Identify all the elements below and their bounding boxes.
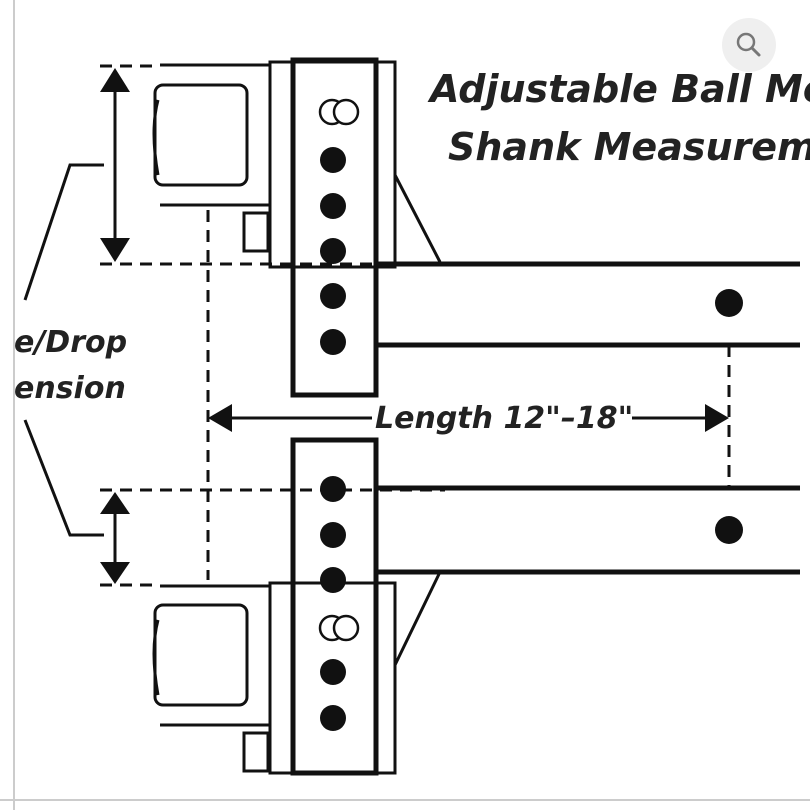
rise-leader-line: [23, 163, 104, 301]
top-hole: [320, 193, 346, 219]
top-gusset: [393, 174, 442, 263]
bottom-pin-hole: [715, 516, 743, 544]
magnifier-icon: [736, 32, 761, 57]
length-arrow-left: [208, 404, 232, 432]
top-hole: [320, 238, 346, 264]
top-hole-open-b: [332, 98, 360, 126]
drop-arrow-down: [100, 562, 130, 584]
bottom-hole: [320, 567, 346, 593]
bottom-riser-strip: [290, 437, 379, 776]
bottom-bolt: [242, 731, 270, 773]
rise-arrow-down: [100, 238, 130, 262]
length-arrow-right: [705, 404, 729, 432]
dimension-arrows: [23, 68, 729, 584]
drop-leader-line: [23, 419, 104, 537]
bottom-ball: [153, 603, 249, 707]
top-ball-curve: [152, 99, 160, 176]
bottom-hole: [320, 659, 346, 685]
rise-arrow-up: [100, 68, 130, 92]
guide-lines: [100, 64, 731, 587]
bottom-hole: [320, 705, 346, 731]
top-hole: [320, 283, 346, 309]
title-line-2: Shank Measurem: [448, 125, 810, 169]
length-label: Length 12"–18": [375, 401, 633, 436]
top-ball: [153, 83, 249, 187]
top-hole: [320, 329, 346, 355]
zoom-button[interactable]: [722, 18, 776, 72]
top-hole: [320, 147, 346, 173]
top-bolt: [242, 211, 270, 253]
bottom-hole: [320, 522, 346, 548]
top-riser-strip: [290, 57, 379, 398]
top-holes: [318, 98, 743, 355]
bottom-ball-curve: [152, 619, 160, 696]
bottom-hole: [320, 476, 346, 502]
rise-drop-label-line-2: ension: [14, 371, 126, 406]
top-pin-hole: [715, 289, 743, 317]
title-line-1: Adjustable Ball Mo: [427, 67, 810, 111]
bottom-hole-open-b: [332, 614, 360, 642]
rise-drop-label-line-1: e/Drop: [14, 325, 127, 360]
drop-arrow-up: [100, 492, 130, 514]
bottom-holes: [318, 476, 743, 731]
bottom-gusset: [393, 571, 442, 666]
